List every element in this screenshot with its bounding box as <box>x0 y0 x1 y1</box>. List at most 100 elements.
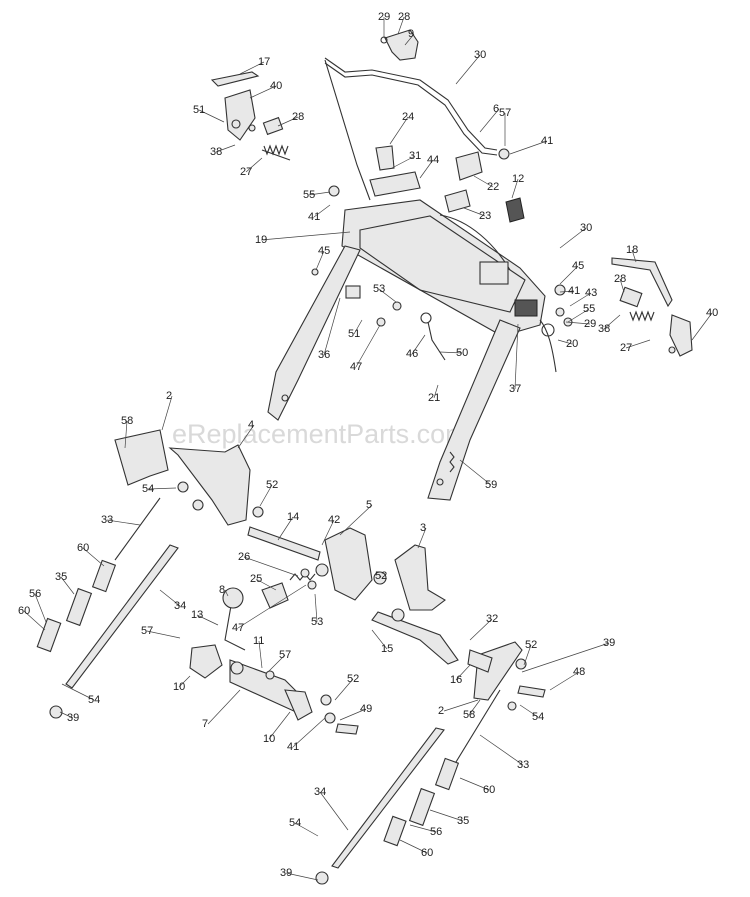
leader-line-8 <box>224 589 229 597</box>
leader-line-28 <box>277 116 299 127</box>
leader-line-21 <box>433 384 439 399</box>
console-inner <box>359 215 526 313</box>
callout-53: 53 <box>311 616 323 628</box>
callout-56: 56 <box>430 826 442 838</box>
callout-3: 3 <box>420 522 426 534</box>
leader-line-15 <box>371 629 388 650</box>
bracket-2-right <box>473 641 523 701</box>
leader-line-27 <box>625 339 651 349</box>
callout-51: 51 <box>348 328 360 340</box>
callout-39: 39 <box>603 637 615 649</box>
leader-line-41 <box>292 717 326 748</box>
tube-hole-left <box>281 394 289 402</box>
leader-line-52 <box>523 644 532 666</box>
callout-57: 57 <box>279 649 291 661</box>
lever-bracket <box>224 89 256 141</box>
leader-line-58 <box>124 420 128 449</box>
callout-27: 27 <box>240 166 252 178</box>
connector-37 <box>514 299 538 317</box>
callout-17: 17 <box>258 56 270 68</box>
leader-line-39 <box>285 872 319 881</box>
leader-line-41 <box>509 140 548 155</box>
leader-line-38 <box>603 314 621 330</box>
callout-41: 41 <box>287 741 299 753</box>
leader-line-31 <box>391 155 416 169</box>
leader-line-26 <box>243 556 299 577</box>
callout-29: 29 <box>584 318 596 330</box>
leader-line-25 <box>255 578 277 591</box>
shaft-14 <box>247 526 321 561</box>
leader-line-45 <box>559 265 579 285</box>
tube-35-right <box>408 787 436 827</box>
tube-35-left <box>65 587 93 627</box>
cable-46 <box>427 321 446 361</box>
leader-line-55 <box>567 308 590 323</box>
handle-bar-edge <box>324 62 498 156</box>
block-28-left <box>262 116 284 136</box>
leader-line-27 <box>245 157 263 173</box>
callout-40: 40 <box>270 80 282 92</box>
handle-bar <box>324 57 498 151</box>
callout-2: 2 <box>166 390 172 402</box>
leader-line-30 <box>559 227 587 249</box>
leader-line-20 <box>557 339 573 345</box>
callout-41: 41 <box>541 135 553 147</box>
callout-2: 2 <box>438 705 444 717</box>
callout-13: 13 <box>191 609 203 621</box>
watermark: eReplacementParts.com <box>172 419 468 449</box>
callout-8: 8 <box>219 584 225 596</box>
callout-50: 50 <box>456 347 468 359</box>
callout-4: 4 <box>248 419 254 431</box>
leader-line-42 <box>321 519 335 546</box>
leader-line-48 <box>549 671 580 691</box>
leader-line-24 <box>389 116 409 145</box>
callout-37: 37 <box>509 383 521 395</box>
leader-line-35 <box>429 809 464 822</box>
switch-23 <box>444 189 471 213</box>
callout-40: 40 <box>706 307 718 319</box>
callout-38: 38 <box>210 146 222 158</box>
left-handle-tube <box>267 245 361 421</box>
leader-line-39 <box>521 642 610 673</box>
leader-line-11 <box>258 640 263 669</box>
leader-line-60 <box>23 610 46 631</box>
callout-16: 16 <box>450 674 462 686</box>
callout-60: 60 <box>77 542 89 554</box>
callout-35: 35 <box>457 815 469 827</box>
leader-line-33 <box>479 734 524 766</box>
leader-line-41 <box>559 290 575 293</box>
callout-26: 26 <box>238 551 250 563</box>
callout-52: 52 <box>347 673 359 685</box>
control-cable <box>324 59 371 201</box>
callout-60: 60 <box>483 784 495 796</box>
callout-47: 47 <box>232 622 244 634</box>
clamp-36 <box>345 285 361 299</box>
tube-60-right-b <box>383 815 407 847</box>
block-28-right <box>619 286 643 308</box>
callout-52: 52 <box>375 570 387 582</box>
leader-line-4 <box>237 424 255 449</box>
leader-line-40 <box>691 312 713 341</box>
leader-line-10 <box>268 711 291 740</box>
leader-line-18 <box>631 249 637 263</box>
callout-27: 27 <box>620 342 632 354</box>
leader-line-19 <box>260 231 351 241</box>
callout-59: 59 <box>485 479 497 491</box>
switch-22 <box>455 151 483 181</box>
leader-line-6 <box>479 108 500 133</box>
plate-3 <box>394 544 446 611</box>
control-lever-17 <box>210 71 260 87</box>
callout-42: 42 <box>328 514 340 526</box>
leader-line-41 <box>313 204 331 218</box>
knob-8 <box>222 587 244 609</box>
callout-18: 18 <box>626 244 638 256</box>
leader-line-30 <box>455 54 481 85</box>
callout-39: 39 <box>280 867 292 879</box>
callout-39: 39 <box>67 712 79 724</box>
plate-10-upper <box>189 644 223 679</box>
spring-27-left-coil <box>263 144 289 156</box>
leader-line-34 <box>319 791 349 831</box>
plate-10-lower <box>284 689 313 721</box>
callout-60: 60 <box>18 605 30 617</box>
